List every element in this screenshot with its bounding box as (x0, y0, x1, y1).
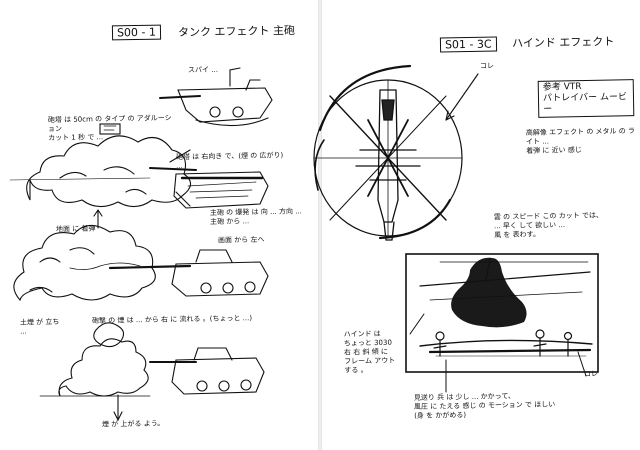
page-gutter (318, 0, 322, 450)
smoke-cloud-3 (39, 322, 151, 397)
rotor-disc-sketch (313, 64, 463, 240)
right-sheet (322, 0, 640, 450)
tank-sketch-lower (108, 249, 269, 297)
tank-sketch-top (159, 67, 273, 127)
scene-panel-frame (405, 253, 599, 373)
hind-silhouette-sketch (419, 257, 593, 357)
smoke-cloud-2 (13, 224, 156, 302)
tank-sketch-bottom (149, 347, 265, 395)
tank-sketch-mid (149, 167, 269, 209)
left-sheet (0, 0, 318, 450)
helicopter-topview-sketch (355, 89, 421, 241)
soldier-figures-sketch (433, 329, 573, 357)
